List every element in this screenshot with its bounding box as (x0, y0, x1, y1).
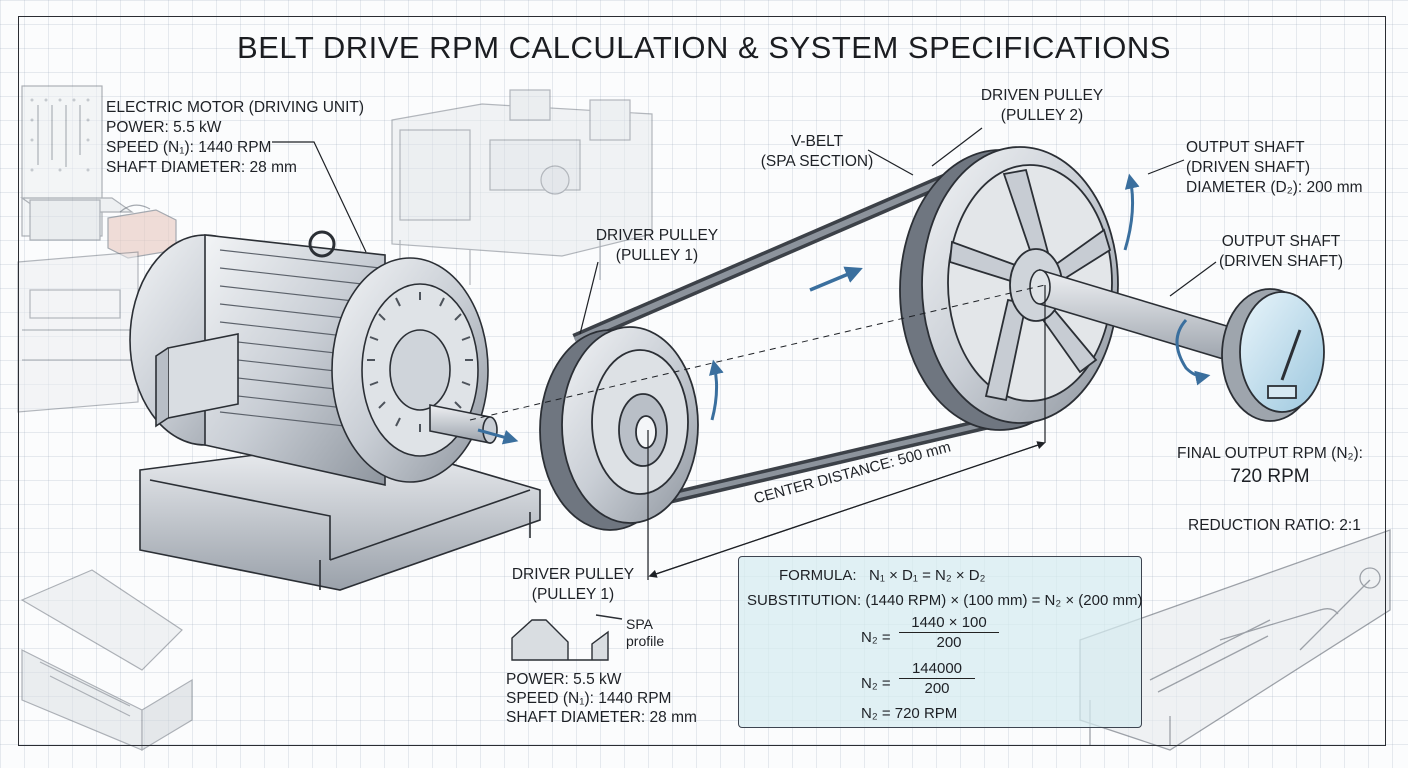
driven-rotation-arrow (1123, 173, 1140, 251)
driven-pulley-name: DRIVEN PULLEY (980, 87, 1104, 104)
step2-lhs: N₂ = (861, 675, 891, 692)
result-line: N₂ = 720 RPM (861, 705, 958, 722)
leader-lines (272, 127, 1217, 335)
step1-denominator: 200 (936, 634, 962, 651)
step1-numerator: 1440 × 100 (899, 614, 999, 633)
driver-pulley-label-bottom: DRIVER PULLEY (PULLEY 1) (498, 565, 648, 605)
driver-pulley-sub: (PULLEY 1) (615, 247, 699, 264)
substitution-line: SUBSTITUTION: (1440 RPM) × (100 mm) = N₂… (747, 592, 1143, 609)
v-belt-label: V-BELT (SPA SECTION) (752, 132, 882, 172)
driver-pulley-shaft-diameter: SHAFT DIAMETER: 28 mm (506, 709, 697, 726)
v-belt-name: V-BELT (790, 133, 844, 150)
step1-fraction: 1440 × 100 200 (899, 614, 999, 651)
output-shaft-label-1: OUTPUT SHAFT (DRIVEN SHAFT) DIAMETER (D₂… (1186, 138, 1363, 198)
motor-rotation-arrow (477, 428, 519, 445)
page-title: BELT DRIVE RPM CALCULATION & SYSTEM SPEC… (237, 30, 1171, 65)
driven-pulley-sub: (PULLEY 2) (1000, 107, 1084, 124)
driver-pulley-label-top: DRIVER PULLEY (PULLEY 1) (582, 226, 732, 266)
output-shaft-label-2: OUTPUT SHAFT (DRIVEN SHAFT) (1206, 232, 1356, 272)
final-output-text: FINAL OUTPUT RPM (N₂): (1177, 445, 1363, 462)
output-shaft-2-name: OUTPUT SHAFT (1221, 233, 1341, 250)
driver-pulley-bottom-name: DRIVER PULLEY (511, 566, 635, 583)
driver-pulley-power: POWER: 5.5 kW (506, 671, 622, 688)
driver-pulley-specs: POWER: 5.5 kW SPEED (N₁): 1440 RPM SHAFT… (506, 670, 697, 727)
output-shaft-1-diameter: DIAMETER (D₂): 200 mm (1186, 179, 1363, 196)
belt-direction-arrow (809, 266, 863, 292)
motor-heading-bold: ELECTRIC MOTOR (106, 99, 245, 116)
step2-denominator: 200 (924, 680, 950, 697)
driven-pulley-label: DRIVEN PULLEY (PULLEY 2) (962, 86, 1122, 126)
drawing-border (18, 16, 1386, 746)
lathe-machine (391, 89, 653, 285)
formula-expression: N₁ × D₁ = N₂ × D₂ (869, 567, 986, 584)
motor-shaft-diameter: SHAFT DIAMETER: 28 mm (106, 159, 297, 176)
step2-numerator: 144000 (899, 660, 975, 679)
step2-fraction: 144000 200 (899, 660, 975, 697)
output-rotation-arrow (1175, 318, 1211, 386)
v-belt-sub: (SPA SECTION) (760, 153, 874, 170)
driver-rotation-arrow (709, 359, 724, 421)
motor-speed: SPEED (N₁): 1440 RPM (106, 139, 272, 156)
driver-pulley-name: DRIVER PULLEY (595, 227, 719, 244)
driver-pulley-bottom-sub: (PULLEY 1) (531, 586, 615, 603)
electric-motor (129, 230, 541, 591)
spa-profile-line-2: profile (626, 633, 665, 649)
open-toolbox (20, 569, 193, 752)
formula-panel: FORMULA: N₁ × D₁ = N₂ × D₂ SUBSTITUTION:… (738, 556, 1143, 728)
final-output-label: FINAL OUTPUT RPM (N₂): 720 RPM (1170, 444, 1370, 487)
output-shaft-1-name: OUTPUT SHAFT (1186, 139, 1305, 156)
reduction-ratio: REDUCTION RATIO: 2:1 (1188, 517, 1361, 534)
output-shaft-1-sub: (DRIVEN SHAFT) (1186, 159, 1310, 176)
spa-profile-label: SPA profile (626, 616, 664, 650)
center-distance-dimension (469, 284, 1046, 580)
motor-power: POWER: 5.5 kW (106, 119, 222, 136)
spa-profile-line-1: SPA (626, 616, 653, 632)
step1-lhs: N₂ = (861, 629, 891, 646)
driver-pulley-speed: SPEED (N₁): 1440 RPM (506, 690, 672, 707)
rpm-gauge (1221, 288, 1325, 422)
formula-line: FORMULA: N₁ × D₁ = N₂ × D₂ (779, 567, 985, 584)
driver-pulley (539, 326, 699, 531)
final-output-value: 720 RPM (1230, 466, 1310, 487)
motor-label: ELECTRIC MOTOR (DRIVING UNIT) POWER: 5.5… (106, 98, 364, 178)
spa-profile-icon (511, 614, 623, 661)
output-shaft-2-sub: (DRIVEN SHAFT) (1219, 253, 1343, 270)
formula-label: FORMULA: (779, 567, 857, 584)
pegboard-tools (20, 85, 134, 241)
motor-heading-rest: (DRIVING UNIT) (244, 99, 365, 116)
